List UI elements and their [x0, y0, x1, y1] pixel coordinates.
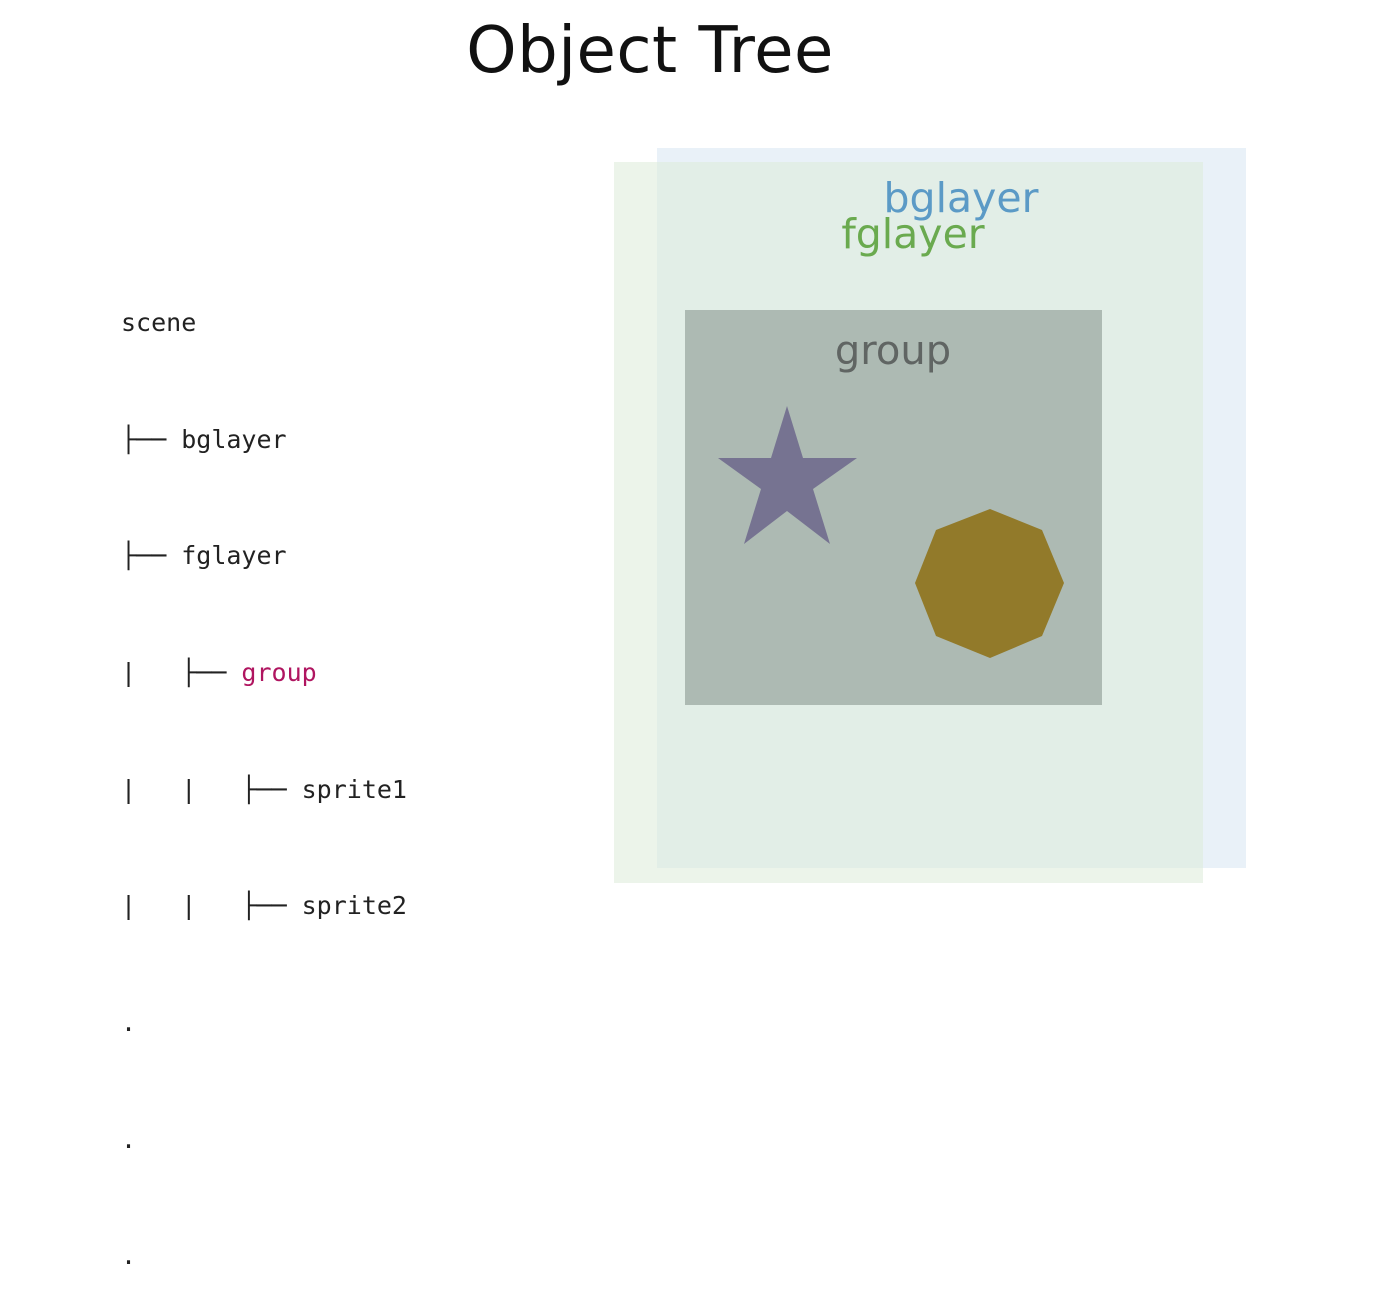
tree-line-label: fglayer [181, 541, 287, 571]
tree-line-sprite2: | | ├── sprite2 [121, 887, 407, 926]
object-tree-listing: scene ├── bglayer ├── fglayer | ├── grou… [121, 226, 407, 1315]
tree-line-prefix: ├── [121, 541, 182, 571]
tree-line-fglayer: ├── fglayer [121, 537, 407, 576]
tree-line-prefix: ├── [121, 424, 182, 454]
tree-line-prefix: scene [121, 307, 197, 337]
tree-line-prefix: | | ├── [121, 774, 302, 804]
tree-line-scene: scene [121, 304, 407, 343]
tree-line-ellipsis: . [121, 1121, 407, 1160]
tree-line-prefix: . [121, 1241, 137, 1271]
tree-line-label: sprite1 [301, 774, 407, 804]
tree-line-prefix: | | ├── [121, 891, 302, 921]
tree-line-prefix: . [121, 1008, 137, 1038]
sprite2-octagon[interactable] [915, 509, 1064, 658]
tree-line-ellipsis: . [121, 1237, 407, 1276]
tree-line-bglayer: ├── bglayer [121, 421, 407, 460]
tree-line-label: bglayer [181, 424, 287, 454]
sprite1-star[interactable] [718, 406, 857, 544]
tree-line-label-highlighted: group [241, 657, 317, 687]
tree-line-ellipsis: . [121, 1004, 407, 1043]
tree-line-group: | ├── group [121, 654, 407, 693]
page-title: Object Tree [466, 14, 834, 88]
tree-line-prefix: . [121, 1124, 137, 1154]
tree-line-prefix: | ├── [121, 657, 242, 687]
scene-diagram: bglayer fglayer group [614, 148, 1246, 883]
tree-line-label: sprite2 [301, 891, 407, 921]
group-panel[interactable] [685, 310, 1102, 705]
tree-line-sprite1: | | ├── sprite1 [121, 771, 407, 810]
